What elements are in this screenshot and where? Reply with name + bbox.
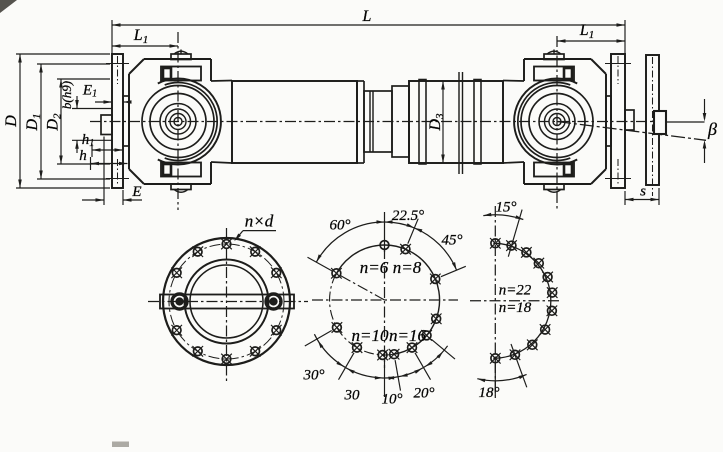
svg-text:E: E <box>131 184 141 200</box>
svg-text:D3: D3 <box>427 113 445 132</box>
svg-text:D1: D1 <box>24 113 42 131</box>
svg-text:18°: 18° <box>479 385 500 401</box>
svg-text:n=8: n=8 <box>393 258 422 277</box>
svg-text:20°: 20° <box>414 385 435 401</box>
svg-text:E1: E1 <box>82 82 97 99</box>
svg-text:s: s <box>640 183 646 199</box>
svg-text:n=6: n=6 <box>360 258 389 277</box>
svg-text:15°: 15° <box>496 199 517 215</box>
svg-text:h: h <box>79 148 87 164</box>
svg-text:n=22: n=22 <box>499 282 532 298</box>
svg-text:60°: 60° <box>330 217 351 233</box>
svg-text:D2: D2 <box>45 113 63 132</box>
svg-text:30°: 30° <box>303 367 325 383</box>
svg-text:n=10: n=10 <box>352 326 389 345</box>
svg-text:L: L <box>362 8 372 25</box>
svg-text:30: 30 <box>344 387 361 403</box>
svg-text:n×d: n×d <box>245 211 274 230</box>
svg-text:L1: L1 <box>133 27 148 45</box>
svg-text:n=18: n=18 <box>499 300 532 316</box>
svg-text:n=16: n=16 <box>389 326 426 345</box>
svg-text:β: β <box>707 119 717 139</box>
svg-text:22.5°: 22.5° <box>392 208 424 224</box>
svg-text:45°: 45° <box>442 232 463 248</box>
svg-text:D: D <box>3 115 20 128</box>
svg-text:10°: 10° <box>382 391 403 407</box>
svg-text:h1: h1 <box>82 132 95 149</box>
svg-text:b(h9): b(h9) <box>59 81 74 109</box>
